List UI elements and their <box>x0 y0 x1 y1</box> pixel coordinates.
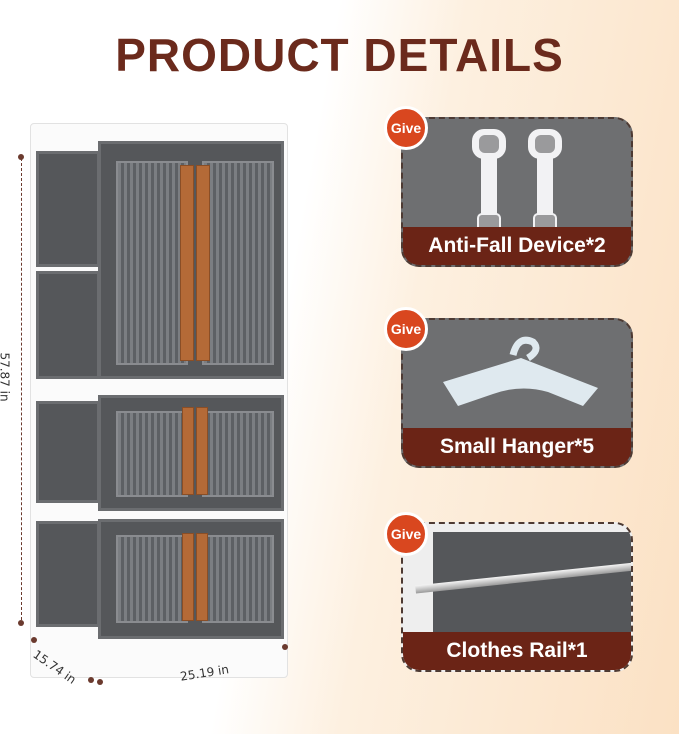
height-dimension: 57.87 in <box>0 352 12 402</box>
storage-cabinet-image <box>30 123 288 678</box>
dimension-marker <box>282 644 288 650</box>
accessory-label: Clothes Rail*1 <box>403 632 631 670</box>
dimension-marker <box>31 637 37 643</box>
give-badge: Give <box>384 307 428 351</box>
anti-fall-strap-image <box>472 129 506 244</box>
height-dimension-line <box>21 158 22 620</box>
dimension-marker <box>18 620 24 626</box>
hanger-icon <box>443 336 598 406</box>
give-badge: Give <box>384 106 428 150</box>
accessory-label: Anti-Fall Device*2 <box>403 227 631 265</box>
accessory-card-clothes-rail: Clothes Rail*1 <box>401 522 633 672</box>
dimension-marker <box>97 679 103 685</box>
dimension-marker <box>88 677 94 683</box>
dimension-marker <box>18 154 24 160</box>
accessory-card-anti-fall-device: Anti-Fall Device*2 <box>401 117 633 267</box>
accessory-label: Small Hanger*5 <box>403 428 631 466</box>
page-title: PRODUCT DETAILS <box>115 29 564 81</box>
give-badge: Give <box>384 512 428 556</box>
accessory-card-small-hanger: Small Hanger*5 <box>401 318 633 468</box>
